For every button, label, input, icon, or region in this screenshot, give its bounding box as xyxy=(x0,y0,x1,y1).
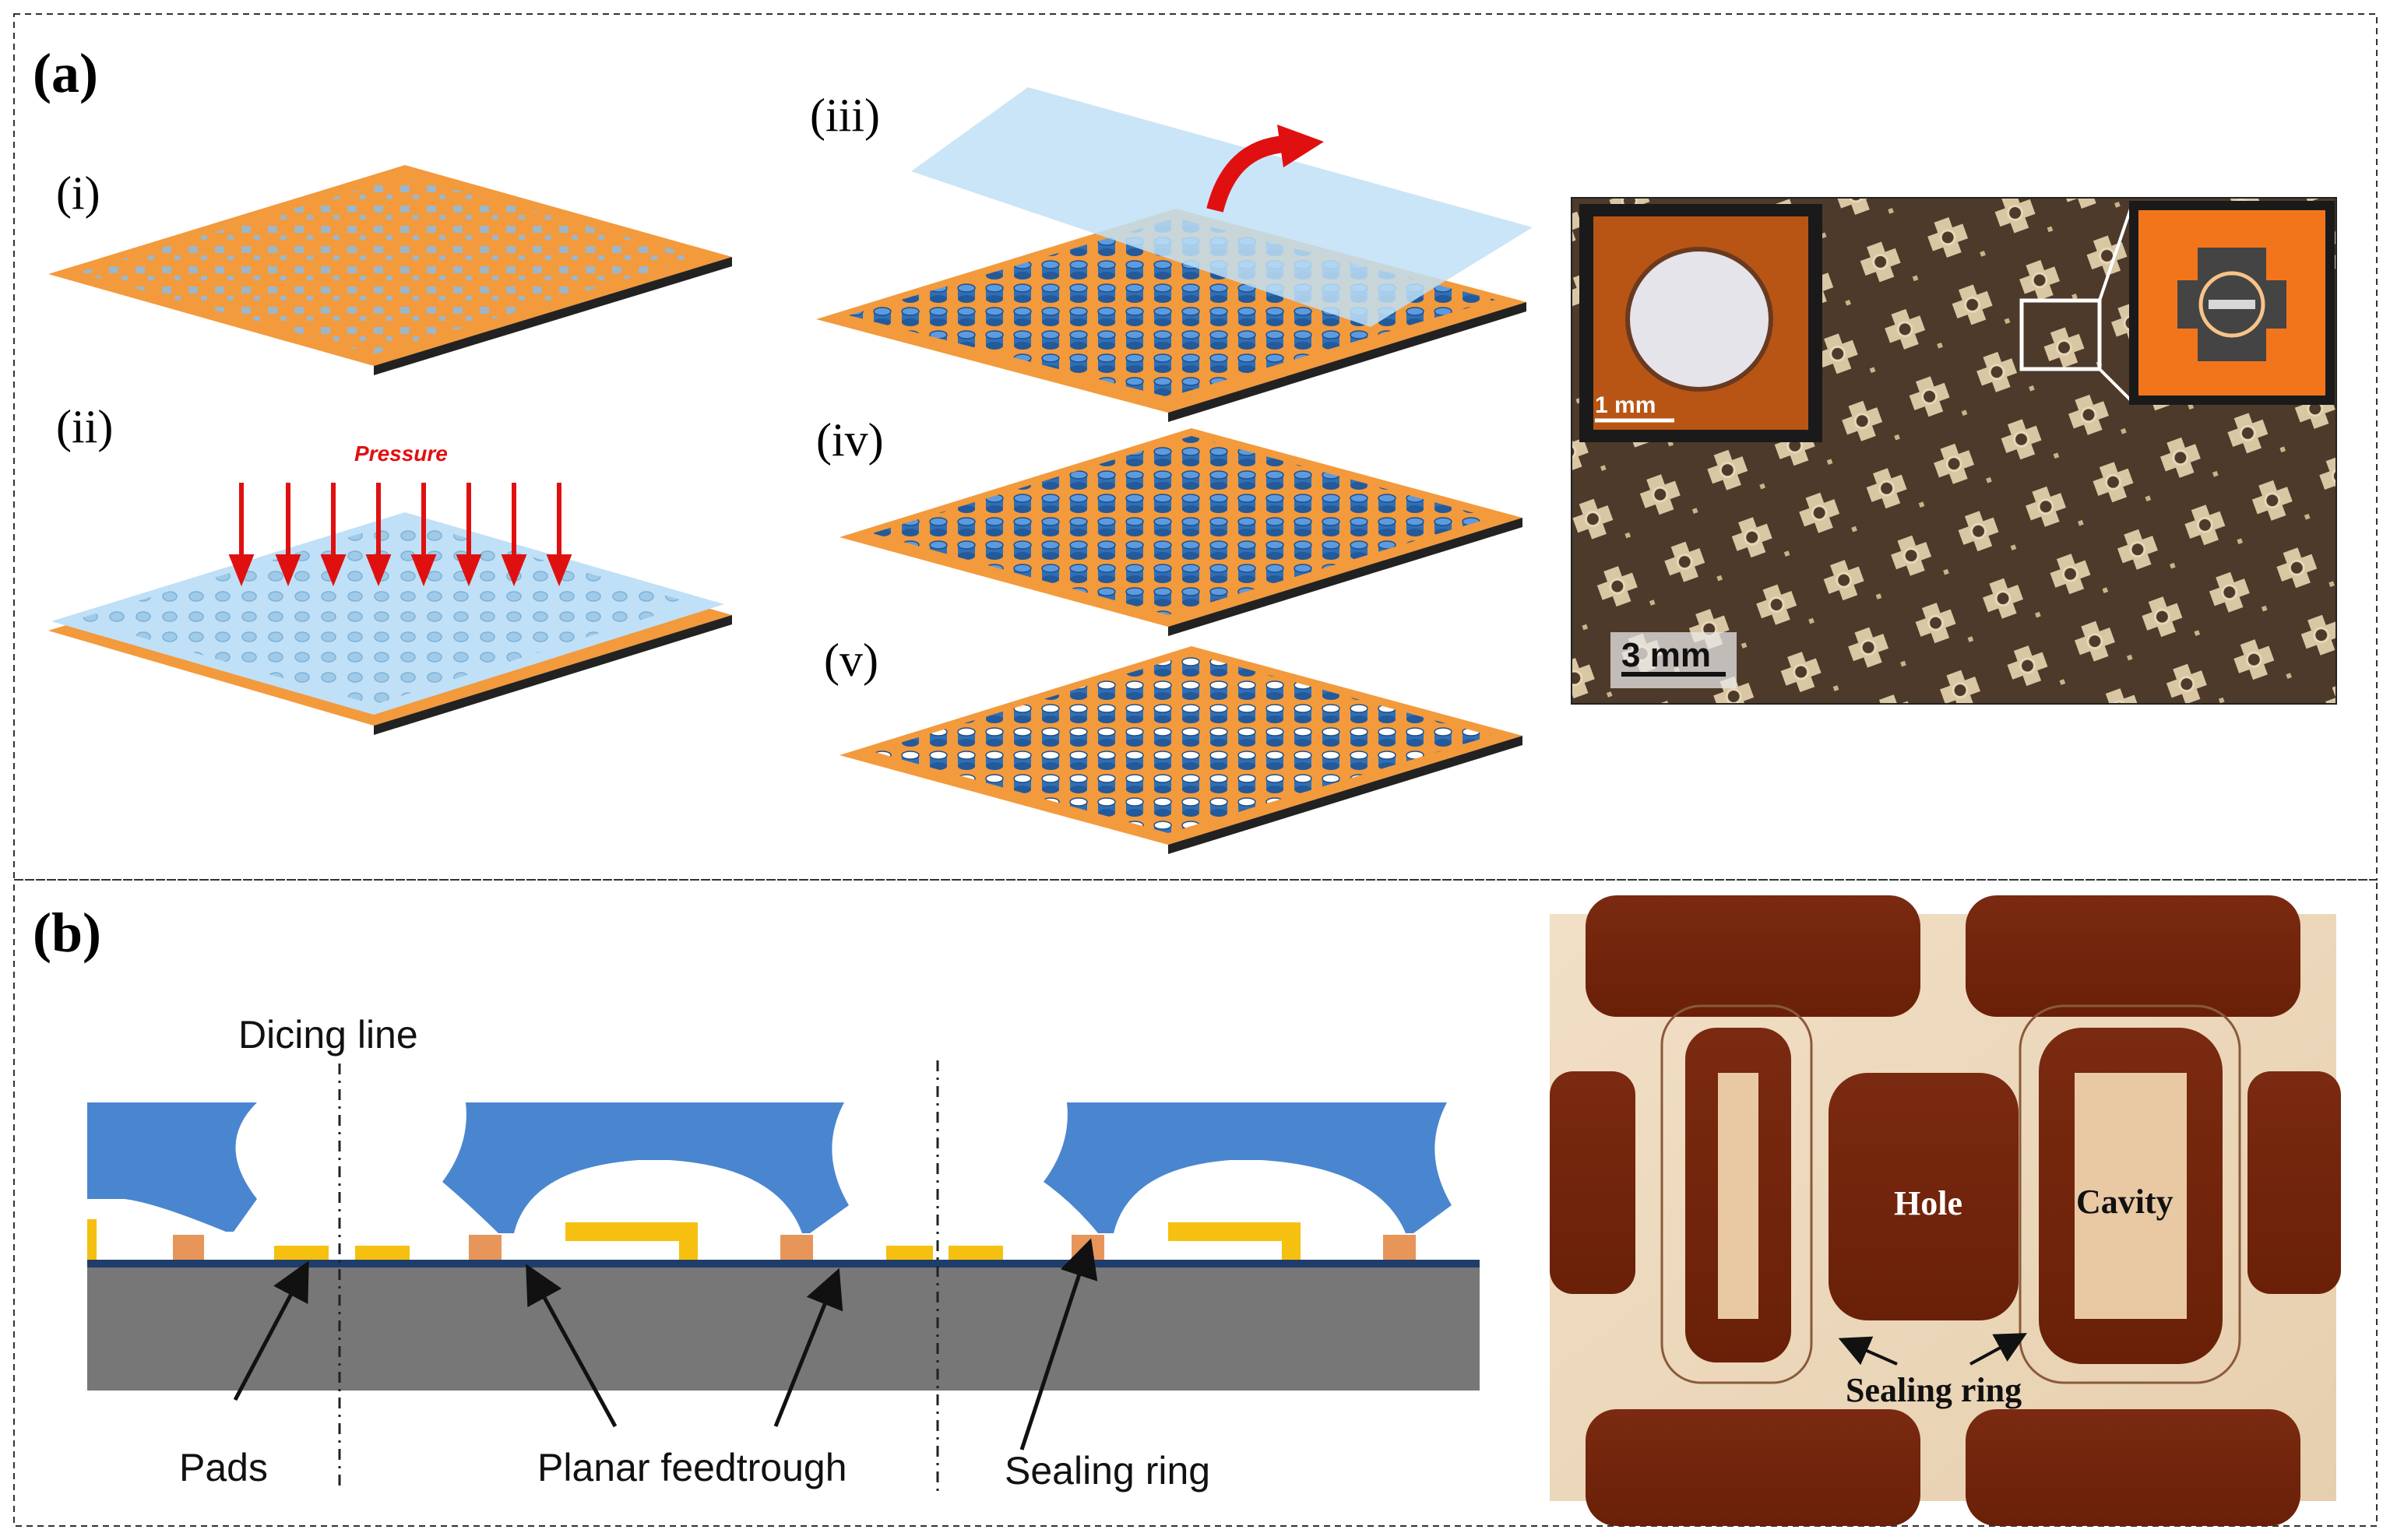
photo-sealing-ring-label: Sealing ring xyxy=(1846,1371,2022,1409)
panel-b-label: (b) xyxy=(33,902,101,964)
cavity-photo xyxy=(1550,895,2341,1526)
inset-scale-label: 1 mm xyxy=(1595,392,1656,418)
cavity-label: Cavity xyxy=(2076,1183,2174,1221)
pad-left xyxy=(274,1246,329,1260)
step-ii-stack xyxy=(48,512,732,735)
planar-feedthrough-label: Planar feedtrough xyxy=(537,1446,847,1489)
step-i-substrate xyxy=(48,165,732,375)
chip-array-photo: 1 mm 3 mm xyxy=(1571,197,2337,705)
step-iv-stack xyxy=(839,428,1522,636)
step-v-stack xyxy=(839,646,1522,854)
sealing-ring-outline-left xyxy=(1660,1004,1813,1384)
hole-label: Hole xyxy=(1894,1184,1962,1222)
sealing-ring-outline-right xyxy=(2019,1004,2241,1384)
step-v-label: (v) xyxy=(824,635,878,686)
dicing-line-label: Dicing line xyxy=(238,1013,418,1057)
sealing-ring-mid-left xyxy=(469,1235,502,1260)
sealing-ring-mid-right xyxy=(780,1235,813,1260)
step-i-label: (i) xyxy=(56,167,100,219)
zoom-box xyxy=(2019,298,2102,371)
step-iii-label: (iii) xyxy=(810,90,880,141)
photo-scale-label: 3 mm xyxy=(1621,636,1711,674)
panel-b-frame xyxy=(13,879,2378,1527)
step-iv-label: (iv) xyxy=(816,414,884,466)
pressure-arrows xyxy=(228,483,572,587)
hole-region xyxy=(1829,1073,2019,1320)
panel-a-label: (a) xyxy=(33,42,98,104)
step-ii-label: (ii) xyxy=(56,401,113,452)
step-iii-stack xyxy=(816,87,1533,422)
cross-section-schematic xyxy=(87,1060,1480,1492)
pads-label: Pads xyxy=(179,1446,268,1489)
pressure-label: Pressure xyxy=(354,441,448,466)
sealing-ring-label: Sealing ring xyxy=(1005,1449,1210,1493)
